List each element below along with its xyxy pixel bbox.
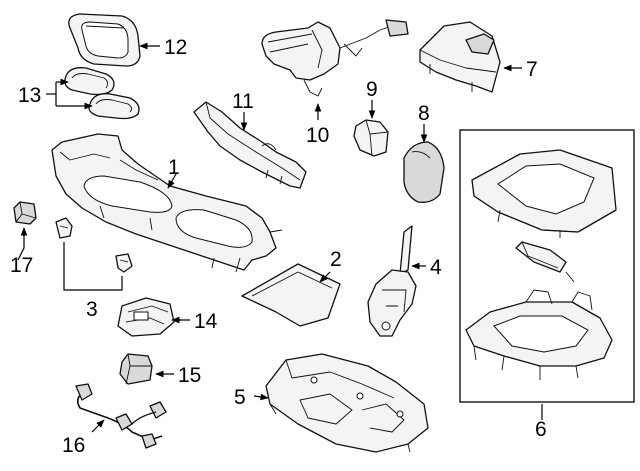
callout-5: 5	[234, 386, 246, 409]
callout-13: 13	[18, 84, 41, 107]
callout-7: 7	[526, 58, 538, 81]
part-9-switch[interactable]	[353, 119, 389, 157]
part-5-bracket[interactable]	[265, 353, 429, 453]
part-4-shift-lever[interactable]	[367, 225, 417, 337]
part-3-clips[interactable]	[55, 217, 133, 273]
callout-8: 8	[418, 102, 430, 125]
callout-14: 14	[194, 310, 218, 333]
callout-11: 11	[232, 90, 254, 113]
callout-12: 12	[164, 36, 187, 59]
callout-leaders	[17, 42, 543, 433]
callout-16: 16	[62, 434, 85, 457]
part-13-pads[interactable]	[64, 67, 140, 120]
part-10-brake-lever[interactable]	[261, 19, 409, 97]
part-6-base[interactable]	[465, 289, 613, 380]
part-6-cover[interactable]	[471, 149, 617, 238]
part-16-harness[interactable]	[75, 383, 167, 449]
callout-4: 4	[430, 256, 442, 279]
callout-10: 10	[306, 124, 329, 147]
part-2-mat[interactable]	[241, 263, 341, 327]
callout-2: 2	[330, 248, 342, 271]
callout-6: 6	[535, 418, 547, 441]
callout-1: 1	[168, 156, 180, 179]
part-1-console-housing[interactable]	[51, 133, 283, 273]
part-11-side-trim[interactable]	[193, 101, 307, 189]
part-6-insert[interactable]	[515, 241, 575, 283]
part-6-frame	[459, 129, 635, 403]
part-12-bezel[interactable]	[68, 13, 141, 67]
part-15-block[interactable]	[119, 353, 153, 385]
callout-17: 17	[10, 254, 33, 277]
callout-9: 9	[366, 78, 378, 101]
callout-3: 3	[86, 298, 98, 321]
part-17-switch[interactable]	[13, 201, 37, 225]
callout-15: 15	[178, 364, 201, 387]
part-7-shift-cover[interactable]	[419, 21, 501, 93]
part-14-module[interactable]	[117, 297, 175, 337]
part-8-shift-knob[interactable]	[403, 141, 445, 203]
